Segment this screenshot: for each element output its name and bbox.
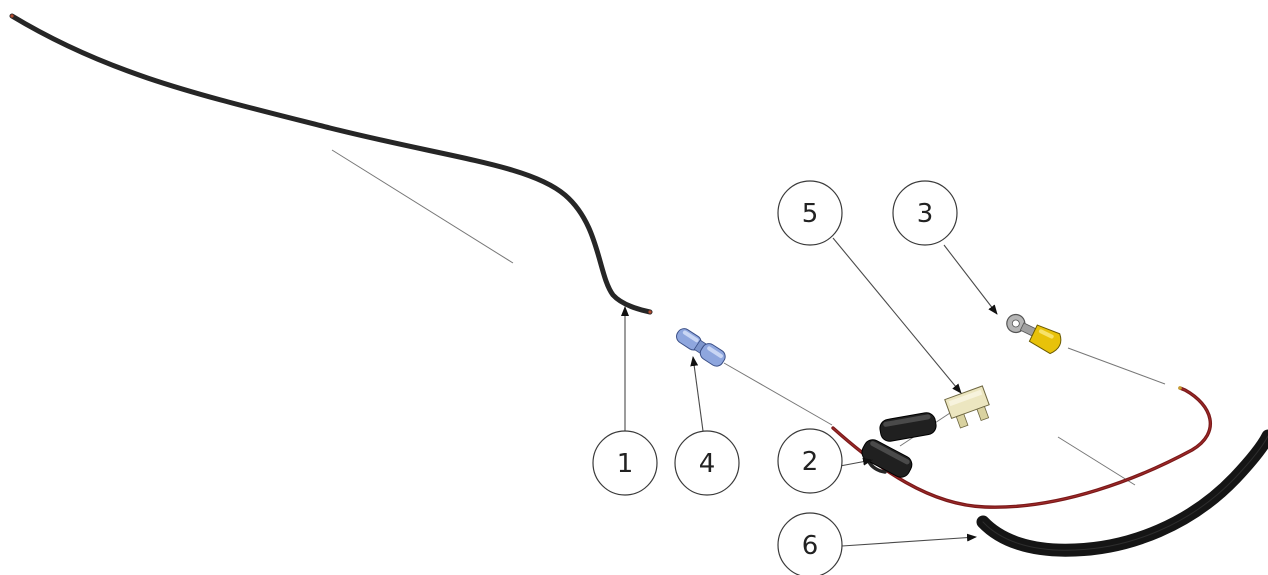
leader-6 [841,533,977,547]
reference-line [1057,436,1136,486]
leader-3 [943,244,998,315]
leader-2 [839,457,873,467]
callout-1: 1 [592,430,658,496]
callout-3-label: 3 [917,199,934,229]
part-4-butt-connector [676,328,726,367]
leader-5 [832,237,962,394]
callout-5: 5 [777,180,843,246]
part-3-ring-terminal [1006,313,1062,355]
part-2-red-wire-fuse-holder [831,386,1212,509]
callout-2-label: 2 [802,447,819,477]
callout-2: 2 [777,428,843,494]
callout-3: 3 [892,180,958,246]
part-5-blade-fuse [944,385,990,429]
callout-4-label: 4 [699,449,716,479]
callout-6-label: 6 [802,531,819,561]
leader-4 [690,356,704,432]
callout-6: 6 [777,512,843,575]
reference-line [1067,347,1166,385]
callout-1-label: 1 [617,449,634,479]
callout-4: 4 [674,430,740,496]
callout-5-label: 5 [802,199,819,229]
reference-line [723,362,833,426]
part-1-black-wire [9,13,653,315]
part-6-thick-cable [976,429,1268,557]
reference-line [331,149,514,264]
